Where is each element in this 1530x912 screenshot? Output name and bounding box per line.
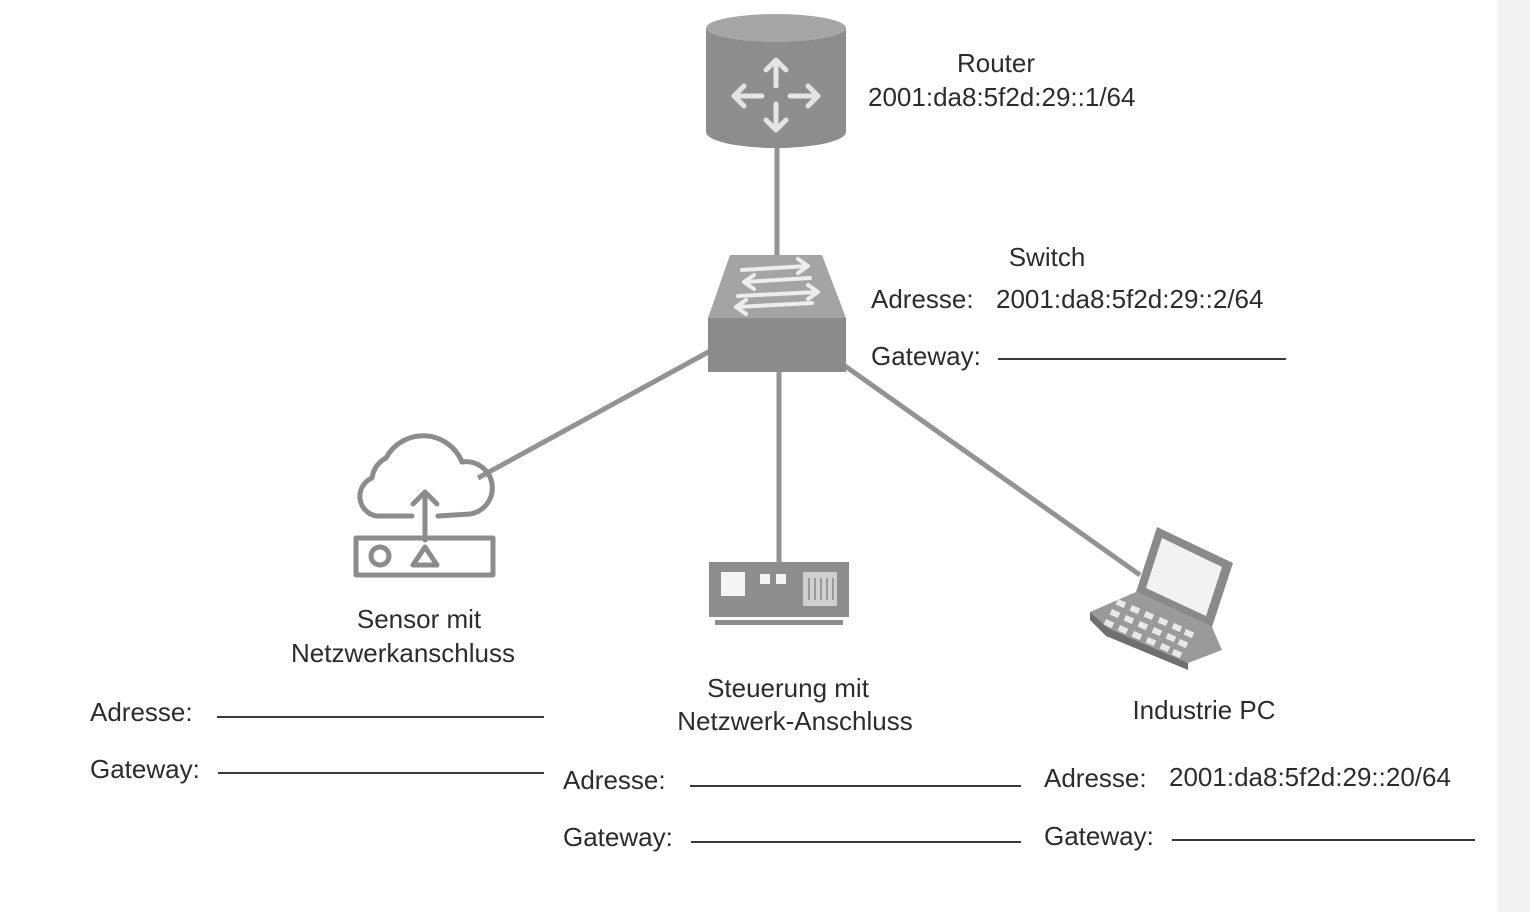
controller-name-line2: Netzwerk-Anschluss: [677, 706, 913, 736]
switch-address: 2001:da8:5f2d:29::2/64: [996, 284, 1264, 314]
connections: [476, 148, 1142, 578]
cloud-sensor-icon: [353, 433, 496, 578]
pc-name: Industrie PC: [1132, 695, 1276, 725]
controller-address-field[interactable]: [690, 785, 1021, 787]
sensor-name-line2: Netzwerkanschluss: [291, 638, 515, 668]
sensor-gateway-label: Gateway:: [90, 754, 200, 784]
router-name: Router: [956, 48, 1036, 78]
switch-pc-link: [843, 363, 1142, 578]
switch-icon: [708, 255, 846, 372]
right-edge-strip: [1498, 0, 1530, 912]
switch-gateway-label: Gateway:: [871, 341, 981, 371]
sensor-address-label: Adresse:: [90, 697, 193, 727]
controller-name-line1: Steuerung mit: [707, 673, 869, 703]
switch-sensor-link: [476, 347, 714, 481]
controller-gateway-label: Gateway:: [563, 822, 673, 852]
pc-gateway-field[interactable]: [1172, 839, 1475, 841]
switch-address-label: Adresse:: [871, 284, 974, 314]
pc-gateway-label: Gateway:: [1044, 821, 1154, 851]
sensor-name-line1: Sensor mit: [356, 604, 482, 634]
pc-address-label: Adresse:: [1044, 763, 1147, 793]
router-icon: [706, 14, 846, 148]
pc-address: 2001:da8:5f2d:29::20/64: [1169, 762, 1451, 792]
laptop-icon: [1090, 527, 1233, 670]
controller-address-label: Adresse:: [563, 765, 666, 795]
switch-name: Switch: [1008, 242, 1086, 272]
controller-icon: [709, 562, 849, 625]
sensor-gateway-field[interactable]: [218, 772, 544, 774]
controller-gateway-field[interactable]: [691, 841, 1021, 843]
router-address: 2001:da8:5f2d:29::1/64: [868, 82, 1136, 112]
switch-gateway-field[interactable]: [998, 358, 1286, 360]
sensor-address-field[interactable]: [217, 716, 544, 718]
